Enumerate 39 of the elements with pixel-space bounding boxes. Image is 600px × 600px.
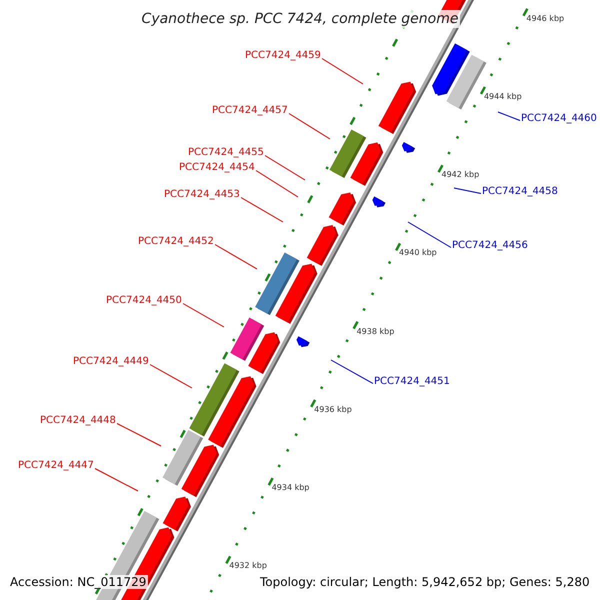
leader-line: [116, 423, 162, 446]
tick-label: 4936 kbp: [314, 404, 352, 414]
leader-line: [150, 364, 192, 388]
gene-label: PCC7424_4447: [18, 459, 94, 472]
gene-label: PCC7424_4448: [40, 414, 116, 427]
gene-label: PCC7424_4458: [482, 185, 558, 198]
tick-label: 4940 kbp: [399, 248, 437, 258]
leader-line: [240, 197, 284, 222]
gene-label: PCC7424_4449: [73, 355, 149, 368]
gene-label: PCC7424_4459: [245, 49, 321, 62]
leader-line: [94, 468, 138, 492]
gene-label: PCC7424_4454: [179, 161, 255, 174]
tick-label: 4944 kbp: [484, 92, 522, 101]
leader-line: [256, 170, 298, 198]
gene-label: PCC7424_4452: [138, 235, 214, 248]
title: Cyanothece sp. PCC 7424, complete genome: [140, 10, 460, 28]
gene-label: PCC7424_4453: [164, 188, 240, 201]
gene-label: PCC7424_4457: [212, 104, 288, 117]
leader-line: [454, 188, 482, 194]
gene-label: PCC7424_4456: [452, 239, 528, 252]
leader-line: [214, 244, 258, 270]
leader-line: [498, 112, 520, 121]
tick-label: 4934 kbp: [272, 483, 310, 492]
tick-label: 4946 kbp: [526, 14, 564, 23]
leader-line: [408, 222, 452, 248]
tick-label: 4938 kbp: [356, 326, 394, 336]
gene-label: PCC7424_4455: [188, 146, 264, 159]
tick-label: 4942 kbp: [442, 170, 480, 180]
gene-label: PCC7424_4450: [106, 294, 182, 307]
genome-summary-text: Topology: circular; Length: 5,942,652 bp; Genes: 5,280: [258, 575, 592, 589]
leader-line: [264, 155, 306, 180]
leader-line: [330, 360, 374, 384]
leader-line: [182, 303, 224, 328]
tick-label: 4932 kbp: [229, 561, 267, 570]
leader-line: [322, 58, 364, 84]
gene-label: PCC7424_4451: [374, 375, 450, 388]
leader-line: [288, 113, 330, 140]
accession-text: Accession: NC_011729: [8, 575, 148, 589]
gene-label: PCC7424_4460: [521, 112, 597, 125]
